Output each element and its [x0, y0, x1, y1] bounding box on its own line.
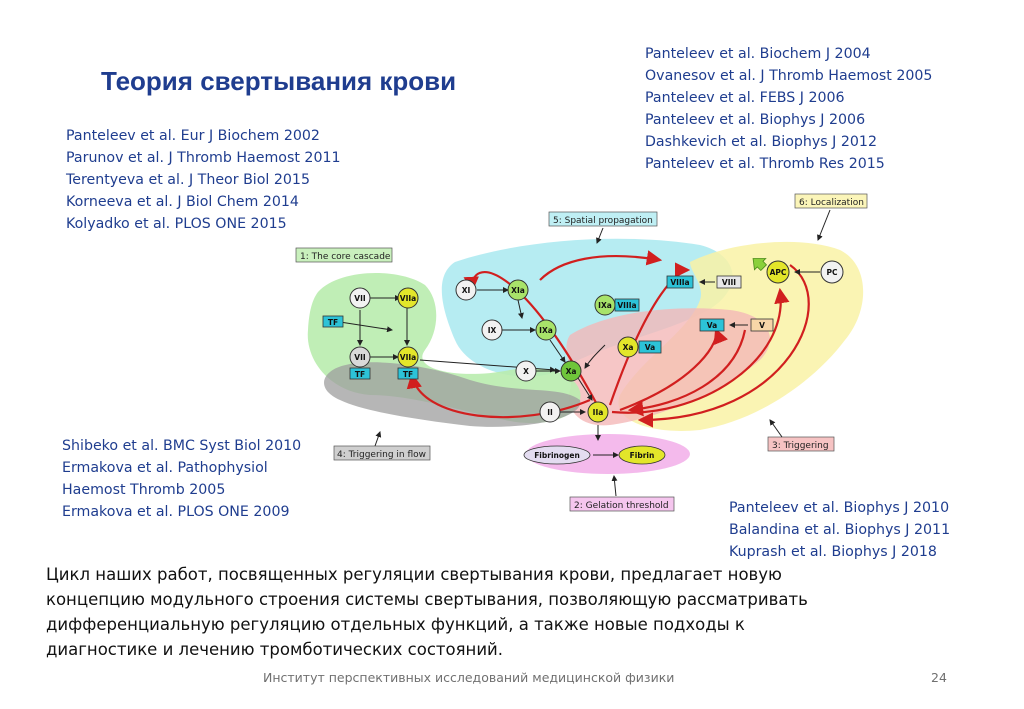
- reference-item: Ermakova et al. Pathophysiol: [62, 460, 268, 476]
- node-fibrin: Fibrin: [630, 451, 655, 460]
- reference-item: Korneeva et al. J Biol Chem 2014: [66, 194, 299, 210]
- node-Xa: Xa: [566, 367, 577, 376]
- reaction-arrows: [339, 269, 820, 458]
- node-V: V: [759, 321, 765, 330]
- node-VIII: VIII: [722, 278, 736, 287]
- node-VIIa: VIIa: [400, 294, 416, 303]
- node-APC: APC: [770, 268, 787, 277]
- module-label-spatial: 5: Spatial propagation: [553, 216, 653, 226]
- node-IXa: IXa: [539, 326, 553, 335]
- node-TF: TF: [355, 370, 365, 379]
- reference-item: Shibeko et al. BMC Syst Biol 2010: [62, 438, 302, 454]
- node-PC: PC: [826, 268, 837, 277]
- node-X: X: [523, 367, 529, 376]
- node-Xa: Xa: [623, 343, 634, 352]
- references-bottom-right: Panteleev et al. Biophys J 2010 Balandin…: [729, 497, 950, 563]
- reference-item: Parunov et al. J Thromb Haemost 2011: [66, 150, 341, 166]
- feedback-arrows: [406, 250, 810, 428]
- reference-item: Panteleev et al. Biochem J 2004: [645, 46, 871, 62]
- node-Va: Va: [645, 343, 655, 352]
- reference-item: Balandina et al. Biophys J 2011: [729, 522, 951, 538]
- node-Va: Va: [707, 321, 717, 330]
- node-IIa: IIa: [593, 408, 604, 417]
- reference-item: Panteleev et al. Biophys J 2010: [729, 500, 950, 516]
- node-TF: TF: [328, 318, 338, 327]
- node-VIIIa: VIIIa: [617, 301, 636, 310]
- reference-item: Panteleev et al. FEBS J 2006: [645, 90, 845, 106]
- node-VIIa: VIIa: [400, 353, 416, 362]
- reference-item: Panteleev et al. Eur J Biochem 2002: [66, 128, 320, 144]
- references-top-left: Panteleev et al. Eur J Biochem 2002 Paru…: [66, 125, 341, 235]
- reference-item: Ermakova et al. PLOS ONE 2009: [62, 504, 290, 520]
- module-labels: 1: The core cascade 5: Spatial propagati…: [295, 193, 868, 512]
- node-XI: XI: [462, 286, 471, 295]
- reference-item: Panteleev et al. Thromb Res 2015: [645, 156, 885, 172]
- references-mid-left: Shibeko et al. BMC Syst Biol 2010 Ermako…: [62, 435, 301, 523]
- reference-item: Dashkevich et al. Biophys J 2012: [645, 134, 877, 150]
- reference-item: Haemost Thromb 2005: [62, 482, 226, 498]
- references-top-right: Panteleev et al. Biochem J 2004 Ovanesov…: [645, 43, 932, 175]
- nodes: VII VIIa TF VII VIIa TF TF XI XIa IX IXa…: [322, 258, 844, 465]
- spatial-zone: [441, 238, 733, 377]
- footer-institute: Институт перспективных исследований меди…: [263, 670, 675, 685]
- reference-item: Panteleev et al. Biophys J 2006: [645, 112, 866, 128]
- node-IX: IX: [488, 326, 497, 335]
- flow-zone: [324, 362, 581, 427]
- page-number: 24: [931, 670, 947, 685]
- module-label-core: 1: The core cascade: [300, 252, 391, 262]
- reference-item: Kolyadko et al. PLOS ONE 2015: [66, 216, 287, 232]
- node-VII: VII: [354, 294, 366, 303]
- node-VIIIa: VIIIa: [670, 278, 689, 287]
- node-XIa: XIa: [511, 286, 525, 295]
- node-IXa: IXa: [598, 301, 612, 310]
- reference-item: Kuprash et al. Biophys J 2018: [729, 544, 937, 560]
- module-label-triggering: 3: Triggering: [772, 441, 829, 451]
- summary-paragraph: Цикл наших работ, посвященных регуляции …: [46, 565, 808, 659]
- reference-item: Ovanesov et al. J Thromb Haemost 2005: [645, 68, 933, 84]
- arrow-icon: [752, 258, 768, 272]
- node-fibrinogen: Fibrinogen: [534, 451, 580, 460]
- node-TF: TF: [403, 370, 413, 379]
- reference-item: Terentyeva et al. J Theor Biol 2015: [66, 172, 310, 188]
- node-II: II: [547, 408, 553, 417]
- module-zones: [307, 238, 864, 474]
- module-label-flow: 4: Triggering in flow: [337, 450, 426, 460]
- node-VII: VII: [354, 353, 366, 362]
- module-label-localization: 6: Localization: [799, 198, 864, 208]
- module-label-gelation: 2: Gelation threshold: [574, 501, 669, 511]
- slide-title: Теория свертывания крови: [101, 66, 457, 96]
